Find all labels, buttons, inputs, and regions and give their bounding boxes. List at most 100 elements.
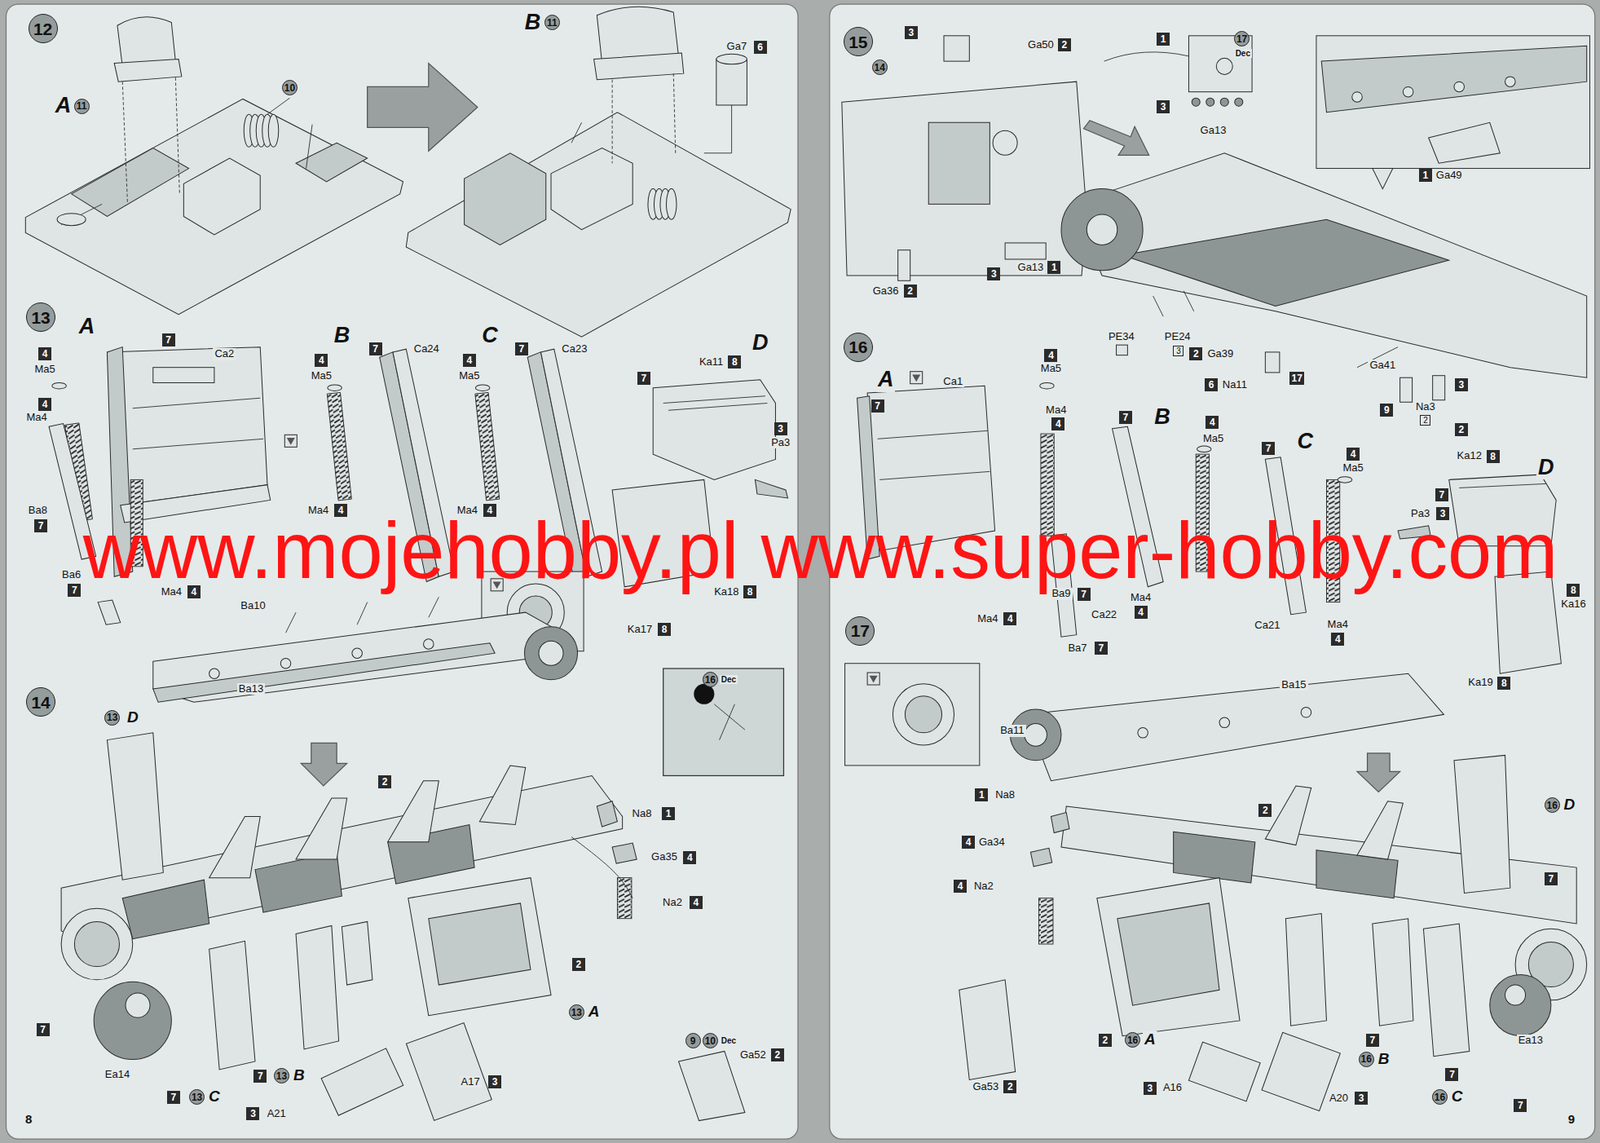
part-count-badge: 4 [961,835,975,849]
callout-number: 6 [1208,379,1215,390]
callout-number: 2 [1007,1081,1014,1092]
part-count-badge: 2 [1258,803,1272,817]
part-label: Ma5 [1201,432,1226,445]
part-label: Ma4 [1326,618,1350,631]
step-12-floor-b [571,122,582,143]
callout-number: 8 [1570,585,1577,596]
callout-number: 3 [1160,101,1167,112]
part-label: Ma5 [32,363,57,375]
step-13-subassemblies [475,392,500,500]
step-15-hull-side [898,250,911,282]
part-count-badge: 1 [1047,260,1061,274]
step-12-floor-a [267,97,291,115]
part-count-badge: 2 [1003,1079,1017,1094]
part-label: A16 [1161,1081,1184,1094]
part-count-badge: 1 [974,788,988,802]
part-count-badge: 7 [67,583,81,597]
part-label: Ba10 [238,599,267,612]
part-count-badge: 1 [661,806,675,820]
callout-number: 3 [1358,1093,1365,1103]
step-14-side-assembly [663,668,785,776]
part-label: Ga41 [1367,359,1398,371]
part-count-badge: 8 [727,355,741,369]
callout-circle: 11 [544,14,560,31]
part-label: Ga50 [1026,39,1056,51]
part-count-badge: 4 [1051,417,1065,431]
part-count-badge: 3 [1156,100,1170,114]
part-count-box: 2 [1419,414,1431,426]
callout-circle: 17 [1234,30,1250,47]
step-14-side-assembly [428,596,440,618]
part-count-badge: 4 [1003,612,1017,626]
step-14-side-assembly [61,907,133,980]
sub-step-letter: B [291,1066,307,1085]
step-13-subassemblies [326,392,352,500]
part-label: Na2 [972,880,996,892]
part-count-badge: 9 [1379,403,1393,417]
part-label: Ca23 [559,343,589,355]
part-count-badge: 3 [774,422,788,436]
part-label: Ga39 [1205,348,1235,360]
step-13-subassemblies [663,396,766,404]
part-count-badge: 8 [1566,583,1580,597]
step-14-side-assembly [209,668,221,679]
step-15-hull-side [1432,375,1446,401]
step-12-floor-b [594,52,684,80]
callout-number: 1 [665,808,672,819]
part-count-badge: 4 [1134,605,1148,619]
part-label: Ma5 [1039,362,1063,375]
step-13-subassemblies [48,347,788,652]
step-12-floor-b [612,79,613,164]
part-count-badge: 3 [488,1075,502,1089]
step-13-subassemblies [327,384,343,392]
callout-number: 7 [372,343,379,354]
part-count-badge: 7 [1513,1098,1527,1112]
part-count-badge: 6 [1204,378,1218,392]
part-label: Ba11 [998,724,1026,737]
callout-number: 4 [965,837,972,847]
callout-number: 4 [42,348,49,359]
step-12-floor-b [716,53,748,65]
callout-number: 2 [1193,348,1199,359]
part-count-badge: 7 [637,371,651,385]
callout-number: 7 [1265,443,1272,454]
step-15-hull-side [1316,35,1591,169]
decal-note: Dec [1234,48,1252,58]
part-label: PE34 [1106,330,1137,343]
callout-number: 6 [757,42,763,53]
part-label: Ga7 [725,40,750,53]
part-label: Ma5 [457,370,481,382]
callout-number: 1 [1160,34,1167,45]
step-14-side-assembly [295,797,348,860]
callout-number: 4 [957,881,964,891]
part-count-badge: 7 [1261,441,1275,455]
callout-number: 16 [1127,1035,1138,1045]
part-count-badge: 4 [953,879,967,893]
callout-circle: 10 [282,79,298,96]
sub-step-letter: C [207,1088,222,1106]
step-12-floor-b [665,189,677,221]
step-15-hull-side [1084,120,1150,156]
step-14-side-assembly [612,842,637,864]
callout-circle: 16 [1358,1051,1375,1067]
callout-number: 4 [318,355,325,366]
callout-circle: 16 [702,671,719,688]
step-17-side-assembly [1505,984,1526,1005]
callout-number: 3 [492,1076,499,1087]
step-15-hull-side [928,122,990,204]
step-14-side-assembly [678,1050,745,1120]
part-count-badge: 3 [987,267,1001,281]
part-count-badge: 7 [162,333,176,347]
part-count-badge: 7 [871,399,885,413]
assembly-illustration [6,4,1596,1139]
step-12-floor-b [405,112,791,337]
part-count-badge: 4 [1331,632,1345,646]
step-15-hull-side [1191,97,1200,106]
step-14-side-assembly [280,657,291,669]
part-label: Ca22 [1089,608,1119,621]
step-17-side-assembly [1188,1041,1261,1102]
step-number: 13 [26,302,56,332]
callout-number: 7 [874,401,881,411]
step-16-subassemblies [879,471,990,480]
step-14-side-assembly [405,1022,492,1121]
